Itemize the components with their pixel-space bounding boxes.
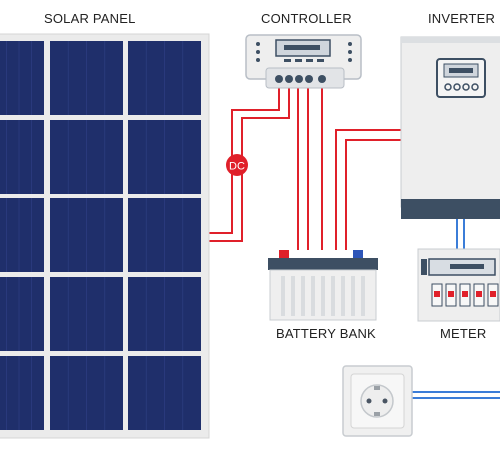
wall-socket-icon	[342, 365, 413, 437]
inverter-label: INVERTER	[428, 11, 496, 26]
meter-icon	[417, 248, 500, 322]
breaker-switch	[448, 291, 454, 297]
ac-wiring	[412, 219, 500, 399]
solar-panel-label: SOLAR PANEL	[44, 11, 136, 26]
breaker-switch	[462, 291, 468, 297]
dc-wire-battery-to-inverter-b	[345, 139, 401, 250]
inverter-icon	[400, 36, 500, 219]
controller-label: CONTROLLER	[261, 11, 352, 26]
battery-bank-label: BATTERY BANK	[276, 326, 376, 341]
breaker-switch	[490, 291, 496, 297]
dc-wire-battery-to-inverter-a	[335, 129, 401, 250]
dc-wire-panel-to-controller-b	[208, 88, 290, 242]
breaker-switch	[434, 291, 440, 297]
dc-badge	[226, 154, 248, 176]
charge-controller-icon	[245, 34, 362, 89]
meter-breakers	[431, 283, 499, 307]
solar-cell	[0, 277, 44, 351]
solar-cell	[0, 356, 44, 430]
breaker-switch	[476, 291, 482, 297]
dc-badge-label: DC	[229, 161, 245, 173]
solar-cell	[0, 120, 44, 194]
meter-label: METER	[440, 326, 487, 341]
solar-cell	[0, 41, 44, 115]
dc-wiring	[208, 88, 401, 250]
solar-cells	[0, 41, 201, 430]
solar-cell	[0, 198, 44, 272]
solar-panel-icon	[0, 33, 210, 439]
dc-wire-panel-to-controller-a	[208, 88, 280, 234]
battery-icon	[268, 250, 378, 321]
